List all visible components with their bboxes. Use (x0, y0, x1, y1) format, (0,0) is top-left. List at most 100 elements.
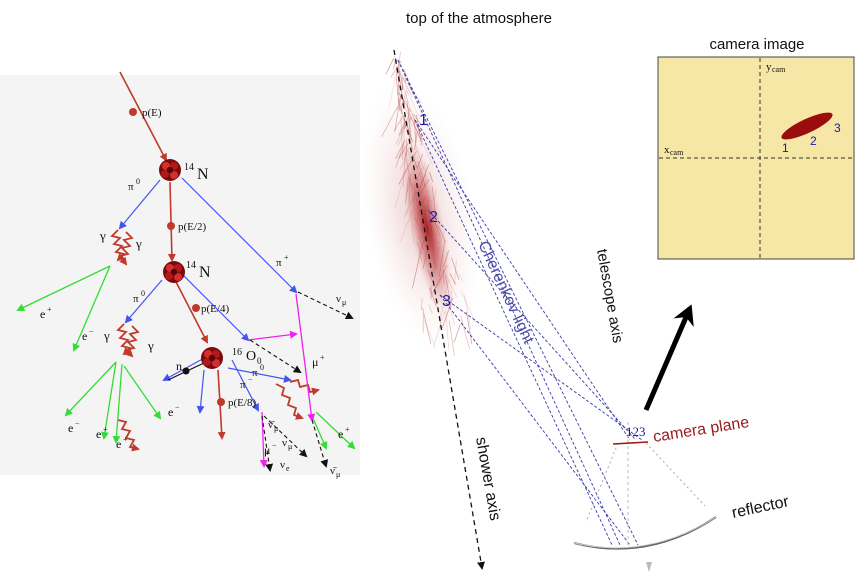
photon-tracks (110, 229, 320, 452)
shower-streak (466, 311, 473, 345)
neutron-dot (182, 367, 190, 375)
nitrogen-2-symbol: N (199, 264, 211, 281)
shower-streak (404, 86, 421, 119)
shower-streak (397, 97, 408, 134)
proton-dot (217, 398, 225, 406)
shower-streak (395, 77, 401, 111)
reflector-label: reflector (730, 493, 791, 522)
reflector-dish-inner (573, 516, 717, 549)
shower-streak (393, 117, 403, 132)
nu-mu-1-label: ν (336, 293, 341, 305)
camera-y-label: y (766, 61, 772, 73)
shower-marker-1: 1 (419, 112, 428, 129)
proton-dot (192, 304, 200, 312)
shower-streak (397, 67, 405, 110)
proton-eighth-label: p(E/8) (228, 397, 256, 409)
e-plus-1-label: e (40, 307, 45, 321)
e-plus-1-sup: + (47, 305, 52, 314)
camera-plane-label: camera plane (652, 414, 751, 446)
shower-streak (388, 70, 397, 109)
pi0-b-sup: 0 (141, 289, 145, 298)
camera-plane-numbers: 123 (626, 424, 646, 439)
e-plus-3-sup: + (123, 435, 128, 444)
shower-streak (402, 101, 413, 127)
shower-streak (413, 117, 417, 143)
nitrogen-1-sup: 14 (184, 162, 194, 173)
shower-streak (398, 122, 405, 136)
shower-streak (407, 109, 422, 142)
camera-point-3: 3 (834, 121, 841, 135)
pi0-a-label: π (128, 181, 134, 193)
e-minus-2-label: e (68, 421, 73, 435)
particle-cascade-panel: p(E) 14 N 14 N 16 O 0 p(E/2) p(E/4) p(E/… (0, 71, 360, 479)
shower-streak (396, 85, 404, 111)
proton-half-label: p(E/2) (178, 221, 206, 233)
atmosphere-title: top of the atmosphere (406, 10, 552, 27)
shower-marker-2: 2 (429, 209, 438, 226)
nu-mu-2-label: ν (282, 437, 287, 449)
pi0-c-label: π (252, 367, 258, 379)
shower-streak (454, 259, 457, 286)
camera-image-panel: camera image y cam x cam 1 2 3 (657, 36, 855, 260)
shower-streak (385, 58, 395, 75)
shower-marker-3: 3 (442, 293, 451, 310)
shower-streak (460, 315, 470, 350)
nu-mu-2-sub: μ (288, 442, 292, 451)
shower-axis-label: shower axis (472, 436, 503, 522)
shower-streak (451, 257, 460, 280)
oxygen-nucleus-icon (201, 347, 223, 369)
shower-streak (401, 82, 413, 115)
mu-plus-sup: + (320, 353, 325, 362)
e-minus-3-sup: − (175, 403, 180, 412)
e-minus-1-sup: − (89, 327, 94, 336)
e-plus-2-label: e (96, 427, 101, 441)
shower-streak (416, 114, 423, 146)
mu-minus-label: μ (264, 443, 270, 457)
shower-streak (402, 77, 413, 98)
shower-streak (400, 89, 407, 112)
gamma-2-label: γ (135, 236, 142, 251)
mu-minus-sup: − (272, 441, 277, 450)
shower-image-ellipse (781, 112, 833, 140)
nitrogen-nucleus-icon (159, 159, 181, 181)
shower-streak (461, 291, 476, 323)
e-minus-3-label: e (168, 405, 173, 419)
camera-point-2: 2 (810, 134, 817, 148)
primary-label: p(E) (142, 107, 162, 119)
shower-streak (392, 59, 396, 70)
shower-streak (381, 106, 398, 137)
e-plus-4-sup: + (345, 425, 350, 434)
cascade-labels: p(E) 14 N 14 N 16 O 0 p(E/2) p(E/4) p(E/… (40, 107, 350, 479)
mu-plus-label: μ (312, 355, 318, 369)
nu-mu-bar-2-label: ν̄ (330, 465, 337, 477)
shower-streak (458, 273, 464, 282)
shower-streak (397, 115, 410, 147)
proton-quarter-label: p(E/4) (201, 303, 229, 315)
neutron-label: n (176, 359, 182, 373)
pi0-b-label: π (133, 293, 139, 305)
nu-mu-1-sub: μ (342, 298, 346, 307)
nu-mu-bar-1-label: ν̄ (268, 419, 275, 431)
pi-plus-label: π (276, 257, 282, 269)
shower-streak (453, 324, 461, 343)
shower-streak (398, 51, 401, 69)
air-shower: top of the atmosphere 1 2 3 Cherenkov li… (360, 10, 643, 570)
e-plus-3-label: e (116, 437, 121, 451)
shower-streak (413, 113, 421, 125)
camera-x-sub: cam (670, 148, 684, 157)
shower-streak (392, 58, 411, 94)
gamma-1-label: γ (99, 228, 106, 243)
nitrogen-1-symbol: N (197, 166, 209, 183)
shower-streak (398, 61, 404, 90)
pi-minus-sup: − (248, 375, 253, 384)
shower-streak (420, 137, 433, 165)
camera-image-pointer-arrow (643, 304, 694, 411)
neutrino-tracks (249, 291, 354, 472)
shower-core (400, 135, 454, 321)
shower-streak (397, 70, 400, 95)
shower-streak (428, 304, 433, 314)
shower-streak (397, 91, 412, 112)
pi-minus-label: π (240, 379, 246, 391)
cherenkov-rays (397, 59, 643, 546)
gamma-3-label: γ (103, 328, 110, 343)
